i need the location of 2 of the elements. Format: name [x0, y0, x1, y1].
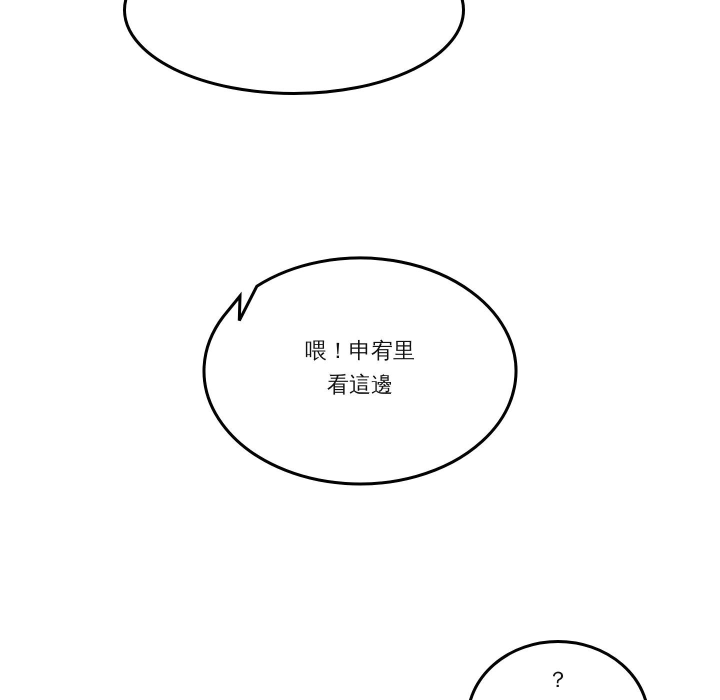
dialogue-text: ？ — [546, 667, 570, 695]
dialogue-text: 喂！申宥里看這邊 — [304, 338, 416, 400]
